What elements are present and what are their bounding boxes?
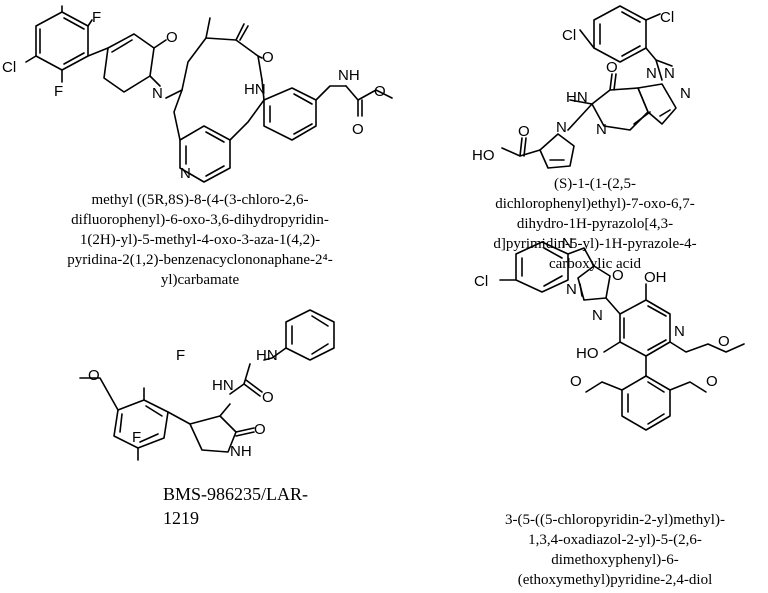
c1-atom-f1: F — [92, 9, 101, 26]
compound-2-structure: Cl Cl O HN N N N N N HO O — [472, 5, 691, 169]
c4-atom-o3: O — [570, 373, 582, 390]
c3-atom-o3: O — [254, 421, 266, 438]
c3-atom-hn1: HN — [256, 347, 278, 364]
c1-atom-f2: F — [54, 83, 63, 100]
c2-atom-n3: N — [664, 65, 675, 82]
c2-atom-cl2: Cl — [562, 27, 576, 44]
c1-atom-n2: N — [180, 165, 191, 182]
c1-atom-n1: N — [152, 85, 163, 102]
c4-atom-o1: O — [612, 267, 624, 284]
c1-name-line: difluorophenyl)-6-oxo-3,6-dihydropyridin… — [71, 212, 329, 228]
c1-atom-cl: Cl — [2, 59, 16, 76]
c4-atom-cl: Cl — [474, 273, 488, 290]
c4-atom-n4: N — [592, 307, 603, 324]
c1-name-line: methyl ((5R,8S)-8-(4-(3-chloro-2,6- — [91, 192, 309, 208]
c1-name-line: 1(2H)-yl)-5-methyl-4-oxo-3-aza-1(4,2)- — [79, 232, 321, 248]
c1-atom-hn: HN — [244, 81, 266, 98]
c1-atom-o3: O — [374, 83, 386, 100]
c4-atom-n2: N — [674, 323, 685, 340]
c2-atom-n4: N — [646, 65, 657, 82]
c3-atom-o1: O — [262, 389, 274, 406]
c4-name-line: 3-(5-((5-chloropyridin-2-yl)methyl)- — [505, 512, 725, 528]
c3-atom-f2: F — [132, 429, 141, 446]
compound-4-structure: Cl N O OH N N N HO O O O — [474, 235, 745, 431]
c4-atom-n3: N — [566, 281, 577, 298]
c2-atom-ho: HO — [472, 147, 495, 164]
compound-3-name: BMS-986235/LAR- 1219 — [163, 482, 383, 530]
c2-atom-n5: N — [556, 119, 567, 136]
c3-atom-nh: NH — [230, 443, 252, 460]
compound-1-name: methyl ((5R,8S)-8-(4-(3-chloro-2,6- difl… — [30, 190, 370, 290]
c4-atom-o2: O — [718, 333, 730, 350]
c2-atom-n1: N — [596, 121, 607, 138]
c4-name-line: 1,3,4-oxadiazol-2-yl)-5-(2,6- — [528, 532, 702, 548]
c4-name-line: (ethoxymethyl)pyridine-2,4-diol — [517, 572, 713, 588]
c2-atom-o: O — [606, 59, 618, 76]
c2-atom-n2: N — [680, 85, 691, 102]
c2-name-line: (S)-1-(1-(2,5- — [553, 176, 637, 192]
c3-atom-hn2: HN — [212, 377, 234, 394]
c4-atom-n1: N — [562, 235, 573, 252]
compound-1-structure: F Cl F O N HN O N NH O O — [2, 5, 393, 183]
c2-name-line: dihydro-1H-pyrazolo[4,3- — [516, 216, 674, 232]
c1-atom-o1: O — [166, 29, 178, 46]
compound-4-name: 3-(5-((5-chloropyridin-2-yl)methyl)- 1,3… — [470, 510, 760, 590]
c1-atom-o2: O — [262, 49, 274, 66]
c2-atom-cl1: Cl — [660, 9, 674, 26]
c3-name-line: 1219 — [163, 508, 199, 528]
c1-atom-o4: O — [352, 121, 364, 138]
c4-name-line: dimethoxyphenyl)-6- — [551, 552, 679, 568]
c2-name-line: carboxylic acid — [548, 256, 642, 272]
c4-atom-ho: HO — [576, 345, 599, 362]
compound-3-structure: HN O HN F F O O NH — [79, 309, 335, 461]
c2-atom-hn: HN — [566, 89, 588, 106]
c2-atom-o2: O — [518, 123, 530, 140]
c3-name-line: BMS-986235/LAR- — [163, 484, 309, 504]
c3-atom-f1: F — [176, 347, 185, 364]
c4-atom-oh: OH — [644, 269, 667, 286]
c1-name-line: yl)carbamate — [160, 272, 240, 288]
c4-atom-o4: O — [706, 373, 718, 390]
c1-atom-nh: NH — [338, 67, 360, 84]
c2-name-line: dichlorophenyl)ethyl)-7-oxo-6,7- — [495, 196, 695, 212]
c3-atom-o2: O — [88, 367, 100, 384]
c1-name-line: pyridina-2(1,2)-benzenacyclononaphane-2⁴… — [67, 252, 333, 268]
